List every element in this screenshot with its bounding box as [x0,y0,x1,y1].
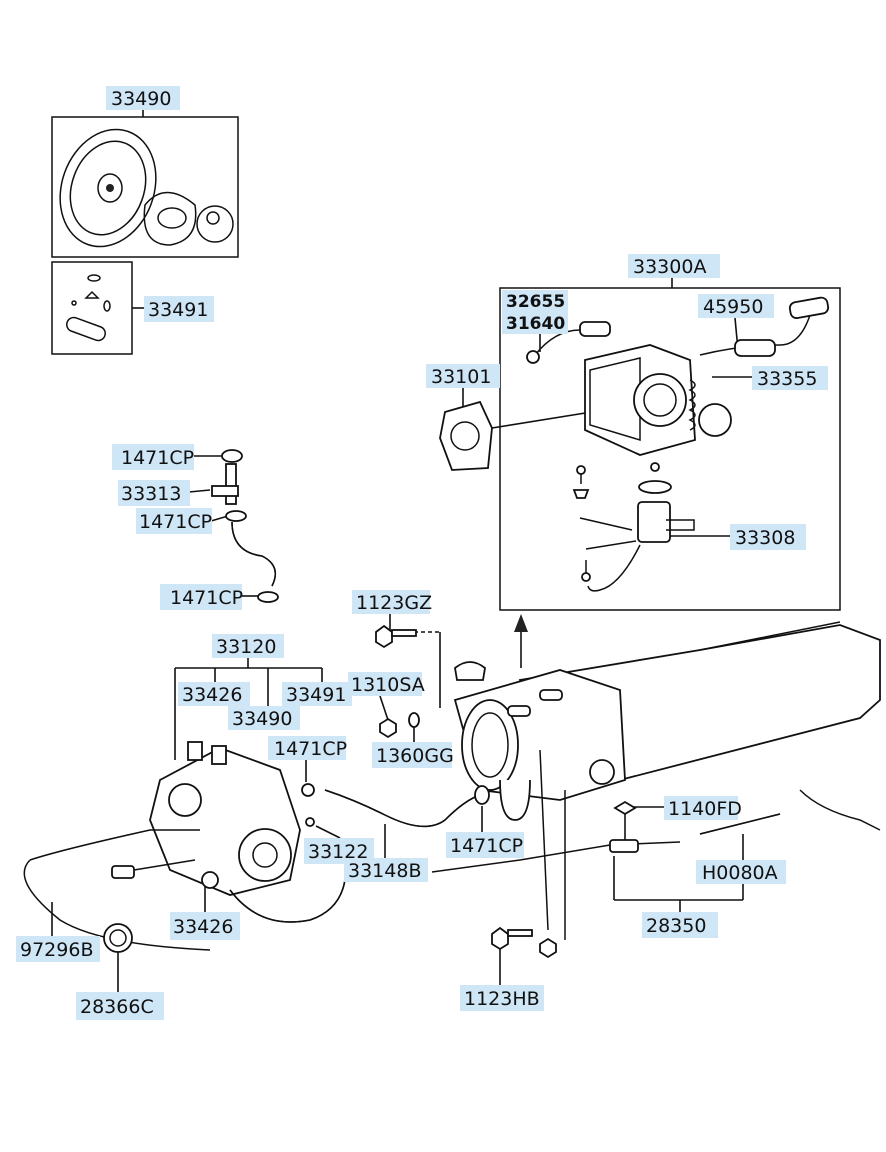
label-31640: 31640 [502,312,568,334]
svg-text:33426: 33426 [173,916,233,938]
labels: 33490 33491 33300A 32655 31640 45950 331… [16,86,828,1020]
hose-H0080A [699,813,781,835]
hose-33148B [324,785,490,828]
label-1360GG: 1360GG [372,742,454,768]
label-1140FD: 1140FD [664,796,742,820]
throttle-body [453,661,626,821]
svg-text:1471CP: 1471CP [450,835,523,857]
label-1471CP-e: 1471CP [446,832,524,858]
label-28350: 28350 [642,912,718,938]
svg-text:32655: 32655 [506,292,565,312]
svg-text:1360GG: 1360GG [376,745,454,767]
svg-text:28350: 28350 [646,915,706,937]
throttle-body-assembly-box [499,287,841,611]
svg-text:1471CP: 1471CP [274,738,347,760]
label-33426-top: 33426 [178,682,250,706]
label-1123GZ: 1123GZ [352,590,432,614]
svg-text:97296B: 97296B [20,939,93,961]
label-1310SA: 1310SA [348,672,425,696]
bolt-1123GZ [375,624,417,649]
leader-lines [51,108,752,992]
label-1471CP-d: 1471CP [268,736,347,760]
svg-text:1140FD: 1140FD [668,798,742,820]
svg-text:33490: 33490 [232,708,292,730]
svg-text:33491: 33491 [286,684,346,706]
washer-1360GG [408,712,420,728]
gasket-kit-box [51,261,133,355]
label-33308: 33308 [730,524,806,550]
svg-text:33426: 33426 [182,684,242,706]
svg-text:1123HB: 1123HB [464,988,540,1010]
bolt-1123HB [491,926,557,959]
svg-text:33355: 33355 [757,368,817,390]
label-33300A: 33300A [628,254,720,278]
svg-text:33490: 33490 [111,88,171,110]
throttle-gasket [439,400,493,471]
svg-text:33101: 33101 [431,366,491,388]
svg-text:33122: 33122 [308,841,368,863]
label-33120: 33120 [212,634,284,658]
label-H0080A: H0080A [696,860,786,884]
svg-text:H0080A: H0080A [702,862,778,884]
label-33355: 33355 [752,366,828,390]
svg-text:31640: 31640 [506,314,565,334]
svg-text:33300A: 33300A [633,256,706,278]
svg-text:33120: 33120 [216,636,276,658]
svg-text:33308: 33308 [735,527,795,549]
label-28366C: 28366C [76,992,164,1020]
label-33490-group: 33490 [228,706,300,730]
label-33491-group: 33491 [282,682,352,706]
label-45950: 45950 [698,294,774,318]
svg-text:33491: 33491 [148,299,208,321]
label-33148B: 33148B [344,858,428,882]
svg-text:45950: 45950 [703,296,763,318]
label-97296B: 97296B [16,936,100,962]
label-33101: 33101 [426,364,500,388]
svg-text:1123GZ: 1123GZ [356,592,432,614]
label-33490-top: 33490 [106,86,180,110]
svg-text:1471CP: 1471CP [121,447,194,469]
label-32655: 32655 [502,290,568,312]
svg-text:33313: 33313 [121,483,181,505]
cable-97296B [23,829,211,953]
rod-28350 [431,749,681,940]
label-1471CP-b: 1471CP [136,508,212,534]
label-1471CP-a: 1471CP [112,444,194,470]
svg-text:1471CP: 1471CP [170,587,243,609]
svg-text:28366C: 28366C [80,996,154,1018]
svg-text:1310SA: 1310SA [351,674,425,696]
label-1123HB: 1123HB [460,985,544,1011]
label-33313: 33313 [118,480,190,506]
vacuum-hose-assembly [211,449,279,603]
label-1471CP-c: 1471CP [160,584,243,610]
injection-pump [149,741,346,923]
svg-text:33148B: 33148B [348,860,421,882]
label-33491-kit: 33491 [144,296,214,322]
diaphragm-kit-box [51,116,239,258]
nut-1310SA [379,717,397,739]
label-33426-bottom: 33426 [170,912,240,940]
svg-text:1471CP: 1471CP [139,511,212,533]
